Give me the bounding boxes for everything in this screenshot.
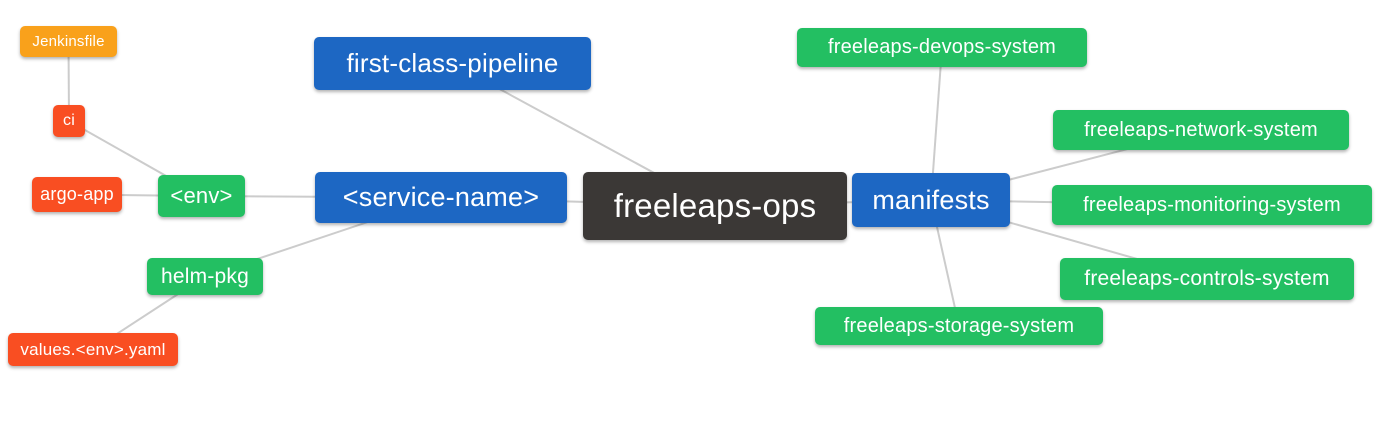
node-service-name[interactable]: <service-name> — [315, 172, 567, 223]
node-ci[interactable]: ci — [53, 105, 85, 137]
node-freeleaps-devops-system[interactable]: freeleaps-devops-system — [797, 28, 1087, 67]
node-first-class-pipeline[interactable]: first-class-pipeline — [314, 37, 591, 90]
node-freeleaps-storage-system[interactable]: freeleaps-storage-system — [815, 307, 1103, 345]
node-freeleaps-ops[interactable]: freeleaps-ops — [583, 172, 847, 240]
node-helm-pkg[interactable]: helm-pkg — [147, 258, 263, 295]
node-env[interactable]: <env> — [158, 175, 245, 217]
node-jenkinsfile[interactable]: Jenkinsfile — [20, 26, 117, 57]
node-manifests[interactable]: manifests — [852, 173, 1010, 227]
node-freeleaps-monitoring-system[interactable]: freeleaps-monitoring-system — [1052, 185, 1372, 225]
node-values-env-yaml[interactable]: values.<env>.yaml — [8, 333, 178, 366]
node-argo-app[interactable]: argo-app — [32, 177, 122, 212]
node-freeleaps-network-system[interactable]: freeleaps-network-system — [1053, 110, 1349, 150]
node-freeleaps-controls-system[interactable]: freeleaps-controls-system — [1060, 258, 1354, 300]
